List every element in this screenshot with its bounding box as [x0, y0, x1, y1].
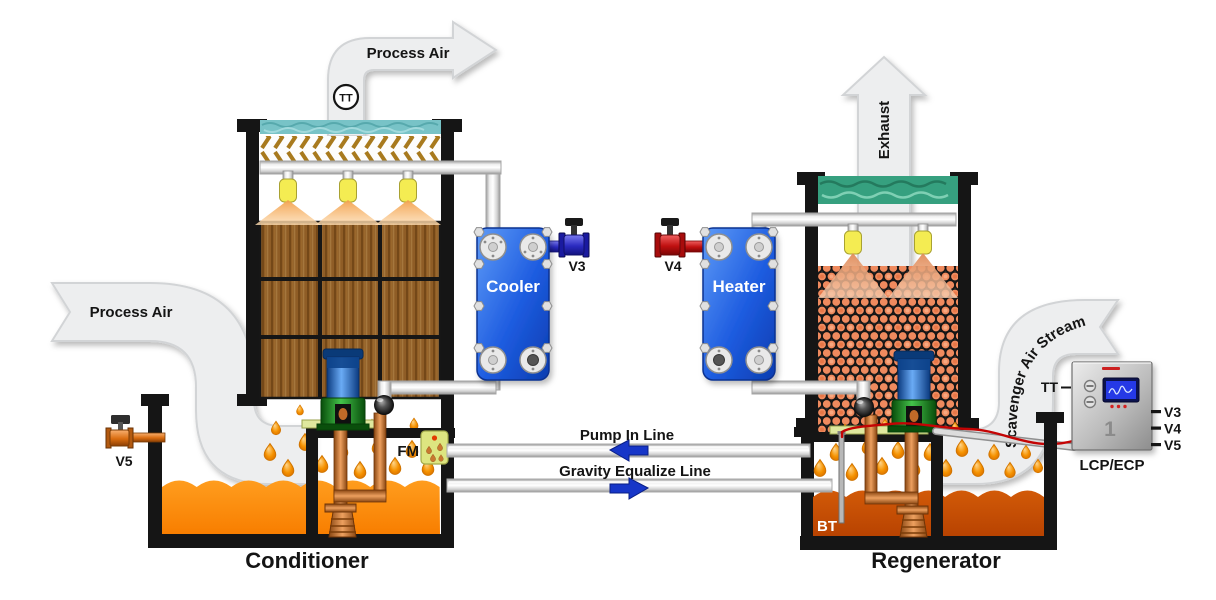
regenerator-sump-right-wall [1036, 412, 1064, 550]
process-air-outlet-duct [327, 20, 498, 137]
pump-in-line-label: Pump In Line [580, 427, 674, 444]
conditioner-title: Conditioner [245, 548, 369, 573]
valve-v4-label: V4 [664, 258, 681, 274]
heater-exchanger: Heater [682, 227, 779, 381]
regenerator-mist-eliminator [818, 176, 958, 204]
valve-v5-label: V5 [115, 453, 132, 469]
check-valve-ball-icon [854, 397, 874, 417]
panel-display [1102, 377, 1140, 403]
conditioner-mist-eliminator [260, 120, 441, 134]
regenerator-title: Regenerator [871, 548, 1001, 573]
process-air-out-label: Process Air [367, 45, 450, 62]
conditioner-pump [316, 348, 394, 538]
pump-in-line: Pump In Line [446, 427, 811, 462]
heater-label: Heater [713, 277, 766, 296]
panel-v3-label: V3 [1164, 404, 1181, 420]
bt-sensor-wire [840, 422, 1075, 446]
panel-title: LCP/ECP [1079, 457, 1144, 474]
gravity-equalize-line: Gravity Equalize Line [446, 463, 833, 500]
exhaust-label: Exhaust [876, 101, 893, 159]
spray-nozzle-icon [279, 170, 417, 203]
flow-arrow-right-icon [609, 477, 650, 500]
flow-arrow-left-icon [608, 439, 649, 462]
control-panel: 1 V3 V4 V5 TT LCP/ECP [1041, 361, 1181, 474]
panel-indicator-dots [1110, 404, 1127, 409]
valve-v4: V4 [654, 218, 686, 274]
panel-v4-label: V4 [1164, 421, 1181, 437]
t-t-duct-sensor-icon: TT [332, 83, 360, 111]
flow-meter-label: FM [397, 443, 419, 460]
panel-unit-number: 1 [1104, 418, 1116, 441]
valve-v3-label: V3 [568, 258, 585, 274]
regenerator-spray-header [751, 212, 958, 298]
valve-v3: V3 [558, 218, 590, 274]
cooler-exchanger: Cooler [473, 227, 568, 381]
bath-sensor-label: BT [817, 518, 837, 535]
duct-sensor-label: TT [339, 93, 353, 105]
conditioner-liquid [162, 480, 440, 534]
spray-nozzle-icon [844, 223, 932, 255]
cooler-label: Cooler [486, 277, 540, 296]
process-air-in-label: Process Air [90, 304, 173, 321]
conditioner-drift-eliminator [260, 136, 441, 161]
check-valve-ball-icon [374, 395, 394, 415]
brand-mark [1102, 367, 1120, 370]
panel-v5-label: V5 [1164, 437, 1181, 453]
regenerator-tower-frame [794, 172, 1057, 550]
regenerator-pump [854, 350, 941, 538]
conditioner-spray-header [255, 160, 502, 250]
gravity-line-label: Gravity Equalize Line [559, 463, 711, 480]
panel-terminal-pins [1151, 410, 1161, 447]
panel-knob-icon [1083, 379, 1097, 409]
valve-v5: V5 [105, 415, 166, 469]
panel-tt-label: TT [1041, 379, 1059, 395]
